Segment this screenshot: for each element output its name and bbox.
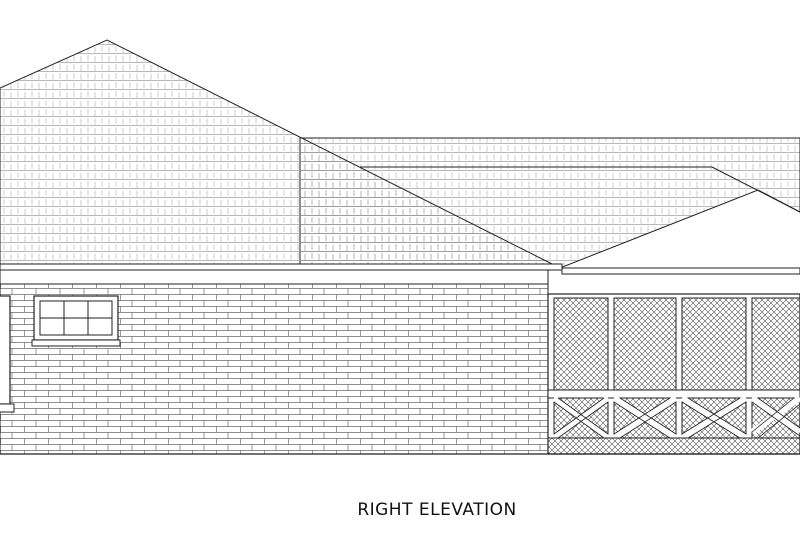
porch-railing	[547, 389, 800, 455]
drawing-caption: RIGHT ELEVATION	[357, 500, 517, 520]
lattice-panels	[553, 297, 800, 391]
left-window-sill	[0, 403, 15, 413]
eave-fascia	[0, 263, 563, 271]
left-window-frame	[0, 295, 11, 405]
small-window	[31, 295, 121, 347]
rear-eave-fascia	[561, 267, 800, 275]
rear-roof-hip	[711, 166, 800, 213]
frieze-board	[0, 269, 549, 285]
